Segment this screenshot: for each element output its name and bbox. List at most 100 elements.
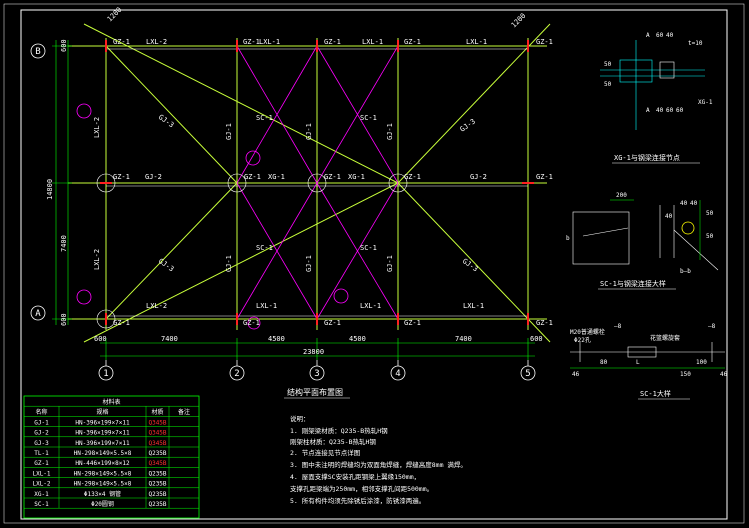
- detail3-label: L: [636, 359, 640, 366]
- bottom-label: LXL-2: [146, 302, 167, 310]
- diag-beam-2: [83, 182, 399, 343]
- top-label: GZ-1: [404, 38, 421, 46]
- detail1-dim: 50: [604, 81, 612, 88]
- detail2-rod: [582, 227, 629, 237]
- table-header-cell: 材质: [151, 408, 163, 416]
- bottom-label: GZ-1: [113, 319, 130, 327]
- brace-2b: [316, 45, 399, 184]
- detail2-bolt: [681, 221, 695, 235]
- table-cell: HN-298×149×5.5×8: [74, 450, 132, 457]
- detail3-title: SC-1大样: [640, 389, 671, 398]
- detail-sc1: M20普通螺栓 Φ22孔 花篮螺旋套 —8 —8 L 80 46 150 100…: [570, 323, 728, 400]
- detail1-dim: 40: [666, 32, 674, 39]
- table-cell: HN-298×149×5.5×8: [74, 481, 132, 488]
- notes-title: 说明：: [290, 414, 310, 423]
- bottom-label: GZ-1: [404, 319, 421, 327]
- detail2-beam: [572, 211, 630, 265]
- detail1-dim: 60: [656, 32, 664, 39]
- diag-label: GJ-3: [459, 117, 477, 133]
- table-cell: LXL-2: [32, 481, 50, 488]
- brace-label: SC-1: [256, 114, 273, 122]
- axis-label-2: 2: [234, 369, 239, 379]
- bolt-mark: [245, 150, 261, 166]
- column-node: [96, 309, 116, 329]
- top-label: LXL-2: [146, 38, 167, 46]
- bolt-mark: [76, 289, 92, 305]
- table-header-cell: 备注: [178, 408, 190, 416]
- detail3-label: —8: [614, 323, 622, 330]
- table-cell: GJ-3: [34, 440, 49, 447]
- bottom-label: GZ-1: [324, 319, 341, 327]
- table-cell: TL-1: [34, 450, 49, 457]
- table-cell: SC-1: [34, 501, 49, 508]
- table-cell: Q345B: [148, 419, 166, 426]
- detail3-dim: 150: [680, 371, 691, 378]
- dim-x-span: 7400: [161, 335, 178, 343]
- table-cell: GJ-2: [34, 430, 49, 437]
- detail2-dim: 50: [706, 233, 714, 240]
- detail3-turnbuckle: [627, 346, 657, 358]
- column-label: GJ-1: [305, 123, 313, 140]
- axis-bubble-A: [30, 305, 46, 321]
- detail2-dim: 40: [680, 200, 688, 207]
- column-label: GJ-1: [386, 255, 394, 272]
- structural-plan: GZ-1 LXL-2 GZ-1 LXL-1 GZ-1 LXL-1 GZ-1 LX…: [30, 6, 553, 399]
- table-cell: GZ-1: [34, 460, 49, 467]
- detail2-rod: [673, 229, 719, 271]
- detail2-dim: 40: [665, 213, 673, 220]
- detail3-dim: 46: [720, 371, 728, 378]
- top-label: GZ-1: [113, 38, 130, 46]
- detail3-dim: 80: [600, 359, 608, 366]
- detail1-plate: [659, 61, 675, 79]
- detail2-label: b: [566, 235, 570, 242]
- side-label: LXL-2: [93, 117, 101, 138]
- plan-title: 结构平面布置图: [287, 387, 343, 397]
- table-cell: HN-446×199×8×12: [75, 460, 130, 467]
- dim-x-span: 4500: [268, 335, 285, 343]
- detail1-title: XG-1与钢梁连接节点: [614, 153, 680, 162]
- table-cell: HN-396×199×7×11: [75, 430, 130, 437]
- design-notes: 说明： 1. 刚架梁材质：Q235-B热轧H钢 刚架柱材质：Q235-B热轧H钢…: [290, 414, 467, 505]
- axis-label-4: 4: [395, 369, 400, 379]
- detail3-label: —8: [708, 323, 716, 330]
- notes-line: 刚架柱材质：Q235-B热轧H钢: [290, 437, 376, 446]
- diag-beam-3: [397, 23, 551, 184]
- detail2-dim: 200: [616, 192, 627, 199]
- table-cell: Φ133×4 钢管: [84, 490, 121, 498]
- detail3-dim: 100: [696, 359, 707, 366]
- brace-4b: [316, 182, 399, 320]
- detail1-dim: 60: [666, 107, 674, 114]
- table-cell: LXL-1: [32, 470, 50, 477]
- detail-sc1-connection: 200 40 40 40 50 50 b b—b SC-1与钢梁连接大样: [566, 192, 719, 290]
- bottom-label: GZ-1: [243, 319, 260, 327]
- brace-label: SC-1: [360, 114, 377, 122]
- diag-label: GJ-3: [157, 257, 175, 273]
- diag-beam-1: [83, 23, 399, 184]
- drawing-frame: [20, 9, 728, 520]
- axis-label-5: 5: [525, 369, 530, 379]
- column-node: [307, 173, 327, 193]
- notes-line: 1. 刚架梁材质：Q235-B热轧H钢: [290, 426, 388, 435]
- top-label: GZ-1: [536, 38, 553, 46]
- column-label: GJ-1: [305, 255, 313, 272]
- table-cell: HN-396×199×7×11: [75, 419, 130, 426]
- diag-label: GJ-3: [461, 257, 479, 273]
- detail1-dim: 60: [676, 107, 684, 114]
- mid-label: GZ-1: [536, 173, 553, 181]
- detail1-dim: 50: [604, 61, 612, 68]
- table-cell: Q235B: [148, 501, 166, 508]
- bolt-mark: [333, 288, 349, 304]
- column-node: [96, 173, 116, 193]
- table-cell: Q235B: [148, 470, 166, 477]
- dim-x-span: 7400: [455, 335, 472, 343]
- notes-line: 2. 节点连接见节点详图: [290, 448, 360, 457]
- top-label: GZ-1: [324, 38, 341, 46]
- mid-label: XG-1: [268, 173, 285, 181]
- notes-line: 支撑孔距梁端为250mm，相邻支撑孔间距500mm。: [290, 484, 433, 493]
- notes-line: 5. 所有构件均须先除锈后涂漆，防锈漆两遍。: [290, 496, 425, 505]
- axis-label-B: B: [35, 47, 40, 57]
- dim-x-span: 4500: [349, 335, 366, 343]
- brace-1b: [236, 45, 318, 184]
